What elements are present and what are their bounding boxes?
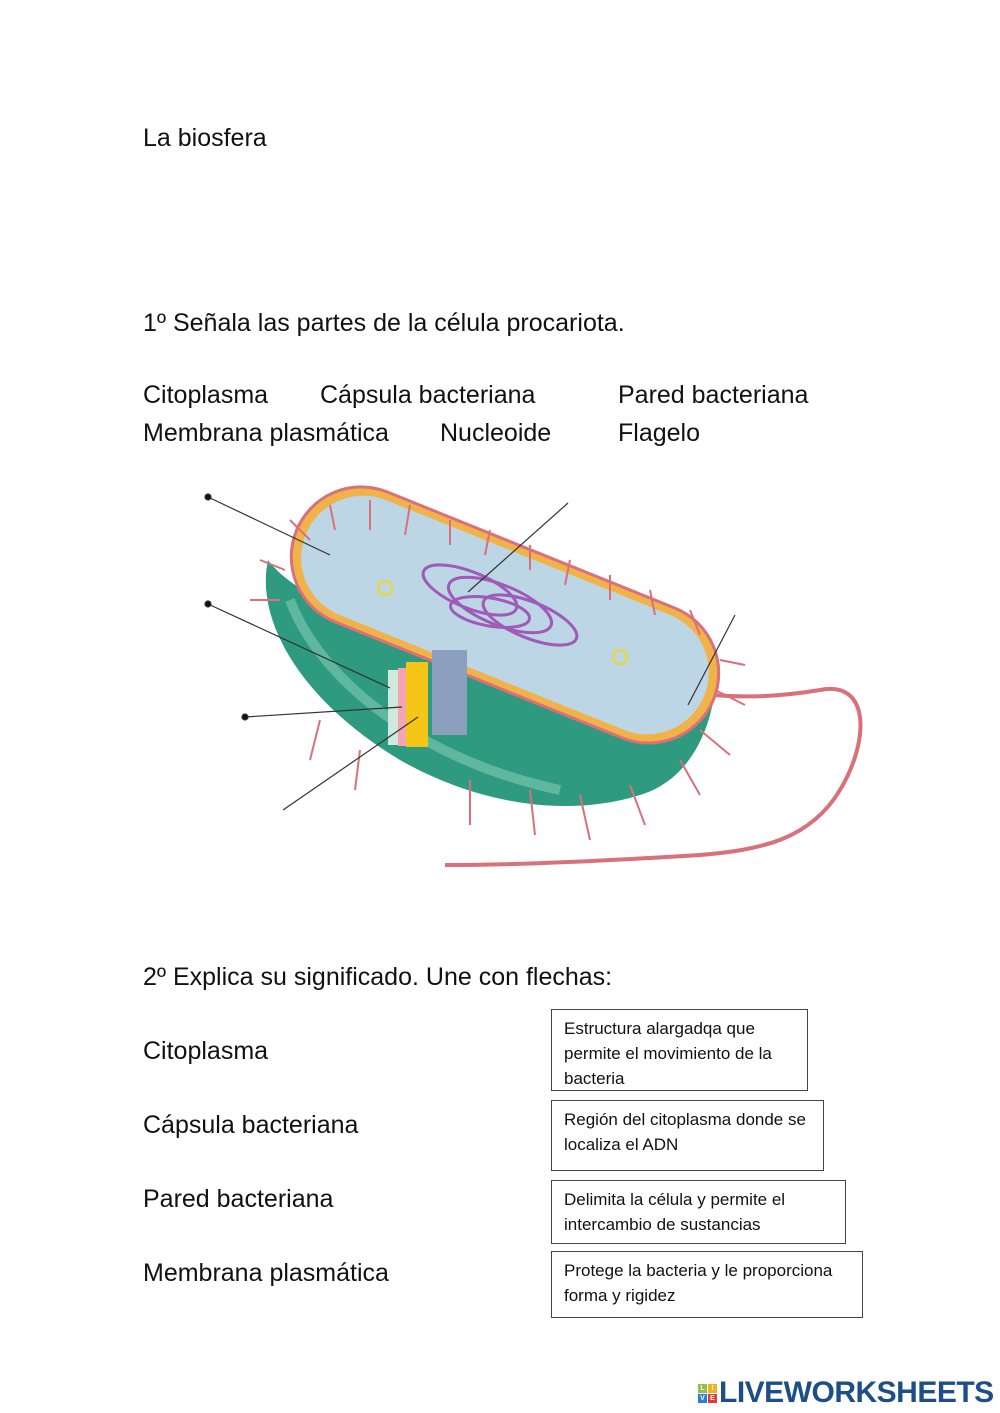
question-1-heading: 1º Señala las partes de la célula procar… <box>143 309 625 337</box>
pili <box>250 500 746 841</box>
page-title: La biosfera <box>143 124 267 152</box>
term-membrana: Membrana plasmática <box>143 419 389 447</box>
definition-box-nucleoide[interactable]: Región del citoplasma donde se localiza … <box>551 1100 824 1171</box>
flagellum <box>444 676 863 867</box>
logo-text: LIVEWORKSHEETS <box>719 1376 994 1409</box>
label-lines <box>204 493 736 811</box>
logo-letter: I <box>708 1383 717 1393</box>
term-capsula: Cápsula bacteriana <box>320 381 536 409</box>
definition-box-flagelo[interactable]: Estructura alargadqa que permite el movi… <box>551 1009 808 1091</box>
definition-box-membrana[interactable]: Delimita la célula y permite el intercam… <box>551 1180 846 1244</box>
term-nucleoide: Nucleoide <box>440 419 552 447</box>
liveworksheets-logo: L I V E LIVEWORKSHEETS <box>698 1376 994 1410</box>
term-flagelo: Flagelo <box>618 419 700 447</box>
nucleoid <box>421 563 579 647</box>
question-2-heading: 2º Explica su significado. Une con flech… <box>143 963 613 991</box>
match-term-membrana[interactable]: Membrana plasmática <box>143 1259 389 1287</box>
logo-letter: L <box>698 1383 707 1393</box>
match-term-capsula[interactable]: Cápsula bacteriana <box>143 1111 359 1139</box>
match-term-citoplasma[interactable]: Citoplasma <box>143 1037 269 1065</box>
term-citoplasma: Citoplasma <box>143 381 269 409</box>
definition-box-pared[interactable]: Protege la bacteria y le proporciona for… <box>551 1251 863 1318</box>
logo-letter: E <box>708 1393 717 1403</box>
match-term-pared[interactable]: Pared bacteriana <box>143 1185 334 1213</box>
logo-letter: V <box>698 1393 707 1403</box>
term-pared: Pared bacteriana <box>618 381 809 409</box>
logo-squares-icon: L I V E <box>698 1383 717 1403</box>
prokaryotic-cell-diagram <box>204 485 863 867</box>
